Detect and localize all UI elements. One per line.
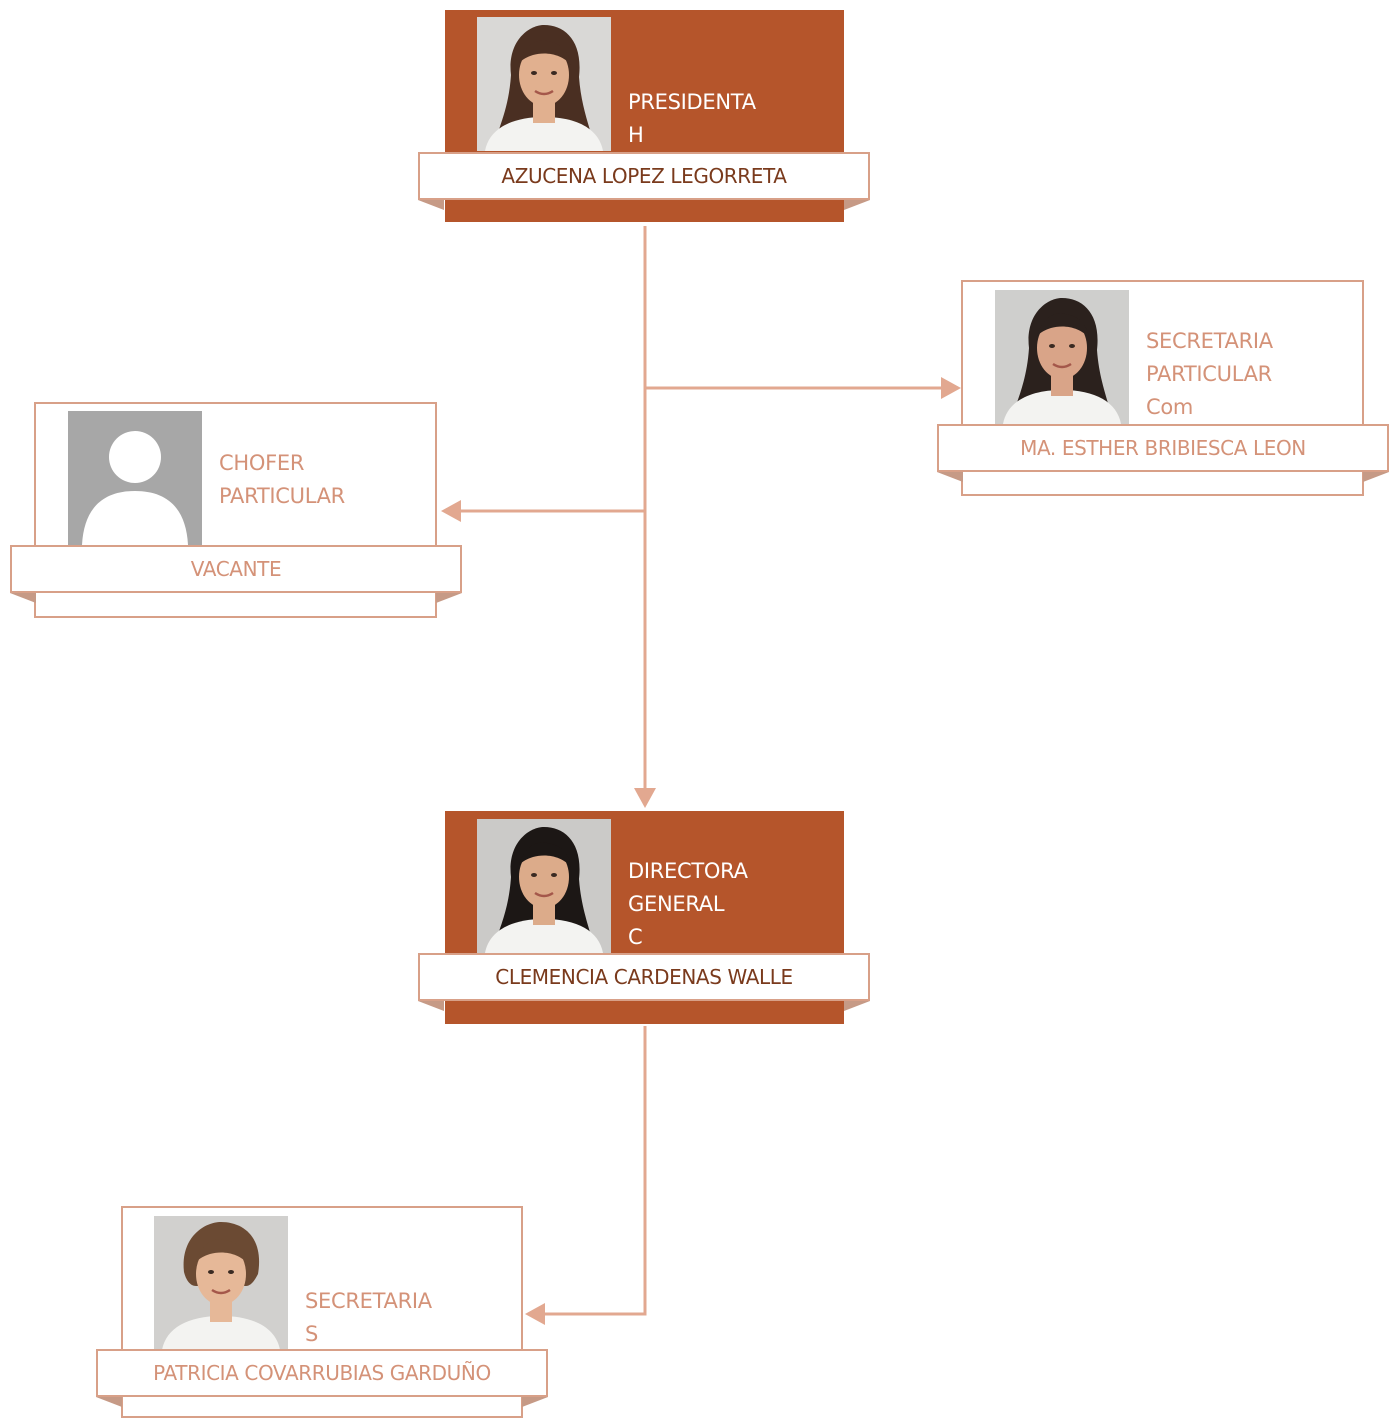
connector-lines — [441, 226, 961, 1325]
role-title-line: SECRETARIA — [1146, 329, 1273, 353]
role-title-line: SECRETARIA — [305, 1289, 432, 1313]
arrowhead-icon — [441, 500, 461, 522]
ribbon-fold-left — [937, 472, 963, 482]
person-name: MA. ESTHER BRIBIESCA LEON — [937, 424, 1389, 472]
role-title-line: C — [628, 925, 643, 949]
role-title: SECRETARIA PARTICULAR Com — [1146, 325, 1273, 424]
person-name: VACANTE — [10, 545, 462, 593]
ribbon-fold-right — [436, 593, 462, 603]
person-name: PATRICIA COVARRUBIAS GARDUÑO — [96, 1349, 548, 1397]
connector-presidenta-to-chofer-particular — [460, 388, 647, 513]
ribbon-fold-left — [96, 1397, 122, 1407]
placeholder-person-icon — [68, 411, 202, 545]
arrowhead-icon — [634, 788, 656, 808]
role-title-line: S — [305, 1322, 319, 1346]
profile-photo — [477, 17, 611, 151]
role-title: PRESIDENTA H — [628, 86, 756, 152]
ribbon-fold-right — [1363, 472, 1389, 482]
profile-photo — [995, 290, 1129, 424]
profile-photo — [477, 819, 611, 953]
ribbon-fold-right — [844, 1001, 870, 1011]
role-title-line: GENERAL — [628, 892, 725, 916]
role-title: CHOFER PARTICULAR — [219, 447, 345, 513]
profile-photo — [154, 1216, 288, 1350]
arrowhead-icon — [525, 1303, 545, 1325]
ribbon-fold-left — [418, 200, 444, 210]
role-title-line: CHOFER — [219, 451, 305, 475]
role-title-line: Com — [1146, 395, 1194, 419]
connector-presidenta-to-secretaria-particular — [643, 226, 942, 390]
arrowhead-icon — [941, 377, 961, 399]
role-title-line: PARTICULAR — [1146, 362, 1272, 386]
role-title-line: DIRECTORA — [628, 859, 748, 883]
role-title: SECRETARIA S — [305, 1285, 432, 1351]
person-name: AZUCENA LOPEZ LEGORRETA — [418, 152, 870, 200]
role-title-line: H — [628, 123, 644, 147]
role-title-line: PARTICULAR — [219, 484, 345, 508]
role-title: DIRECTORA GENERAL C — [628, 855, 748, 954]
connector-directora-general-to-secretaria — [544, 1026, 647, 1316]
role-title-line: PRESIDENTA — [628, 90, 756, 114]
person-name: CLEMENCIA CARDENAS WALLE — [418, 953, 870, 1001]
ribbon-fold-right — [844, 200, 870, 210]
ribbon-fold-left — [418, 1001, 444, 1011]
ribbon-fold-left — [10, 593, 36, 603]
ribbon-fold-right — [522, 1397, 548, 1407]
